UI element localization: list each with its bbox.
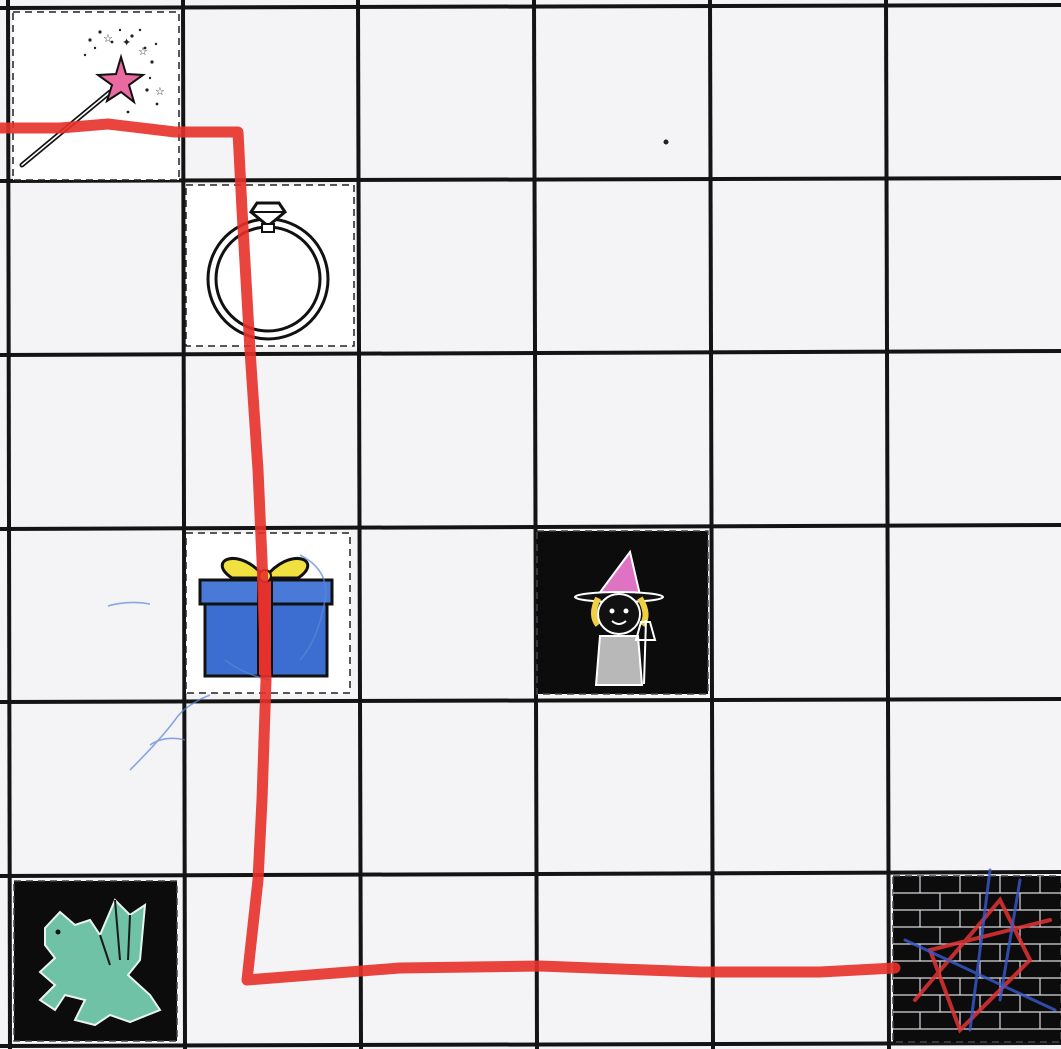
drawn-path [0, 124, 895, 980]
stray-dot [664, 140, 669, 145]
svg-text:✦: ✦ [122, 36, 131, 49]
svg-text:☆: ☆ [103, 32, 113, 45]
cell-card-dragon[interactable] [14, 881, 177, 1041]
svg-text:☆: ☆ [155, 85, 165, 98]
cell-card-wand[interactable]: ☆ ☆ ☆ ✦ [13, 12, 179, 180]
svg-text:☆: ☆ [138, 45, 148, 58]
cell-card-witch[interactable] [537, 531, 708, 694]
cell-card-ring[interactable] [186, 185, 354, 346]
cell-card-brick-wall[interactable] [893, 870, 1061, 1042]
